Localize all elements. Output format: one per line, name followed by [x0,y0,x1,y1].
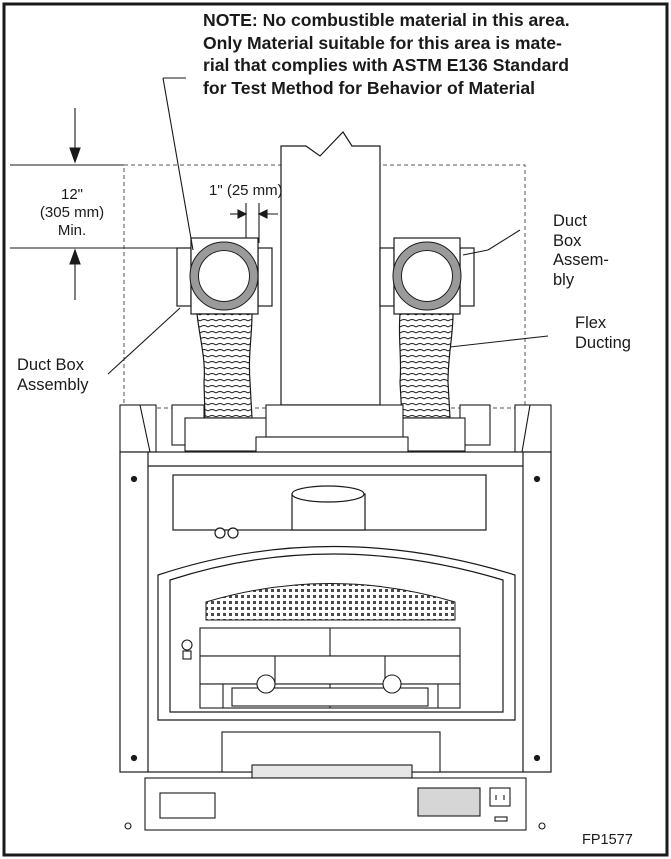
note-line: NOTE: No combustible material in this ar… [203,10,570,30]
duct-box-left [176,237,273,315]
label-line: Assem- [553,251,609,269]
figure-id: FP1577 [582,832,633,848]
clearance-inches: 12" [60,186,83,203]
lower-assembly [124,731,546,831]
clearance-note: NOTE: No combustible material in this ar… [203,9,663,99]
duct-box-right-label: Duct Box Assem- bly [553,212,609,290]
leader-lines [107,77,549,375]
top-assembly [119,404,552,453]
dimension-12in [10,108,190,300]
label-line: Duct [553,212,587,230]
clearance-min: Min. [57,222,87,239]
note-line: Only Material suitable for this area is … [203,32,562,53]
label-line: Assembly [17,375,89,394]
dimension-1in [230,203,278,243]
gap-dimension-label: 1" (25 mm) [209,182,283,199]
label-line: Box [553,231,582,250]
firebox-grate [205,583,456,621]
note-line: for Test Method for Behavior of Material [203,77,536,98]
flex-duct-left [196,313,253,419]
chimney-pipe [280,131,381,406]
label-line: Duct Box [17,356,84,374]
firebrick-wall [199,627,461,709]
label-line: Flex [575,314,607,332]
duct-box-left-label: Duct Box Assembly [17,356,89,395]
control-knob [181,639,193,660]
clearance-dimension-label: 12" (305 mm) Min. [22,186,122,240]
clearance-mm: (305 mm) [39,204,105,221]
label-line: bly [553,270,575,289]
duct-box-right [379,237,475,315]
note-line: rial that complies with ASTM E136 Standa… [203,55,569,75]
flex-ducting-label: Flex Ducting [575,314,631,353]
label-line: Ducting [575,333,631,352]
flex-duct-right [398,313,454,419]
